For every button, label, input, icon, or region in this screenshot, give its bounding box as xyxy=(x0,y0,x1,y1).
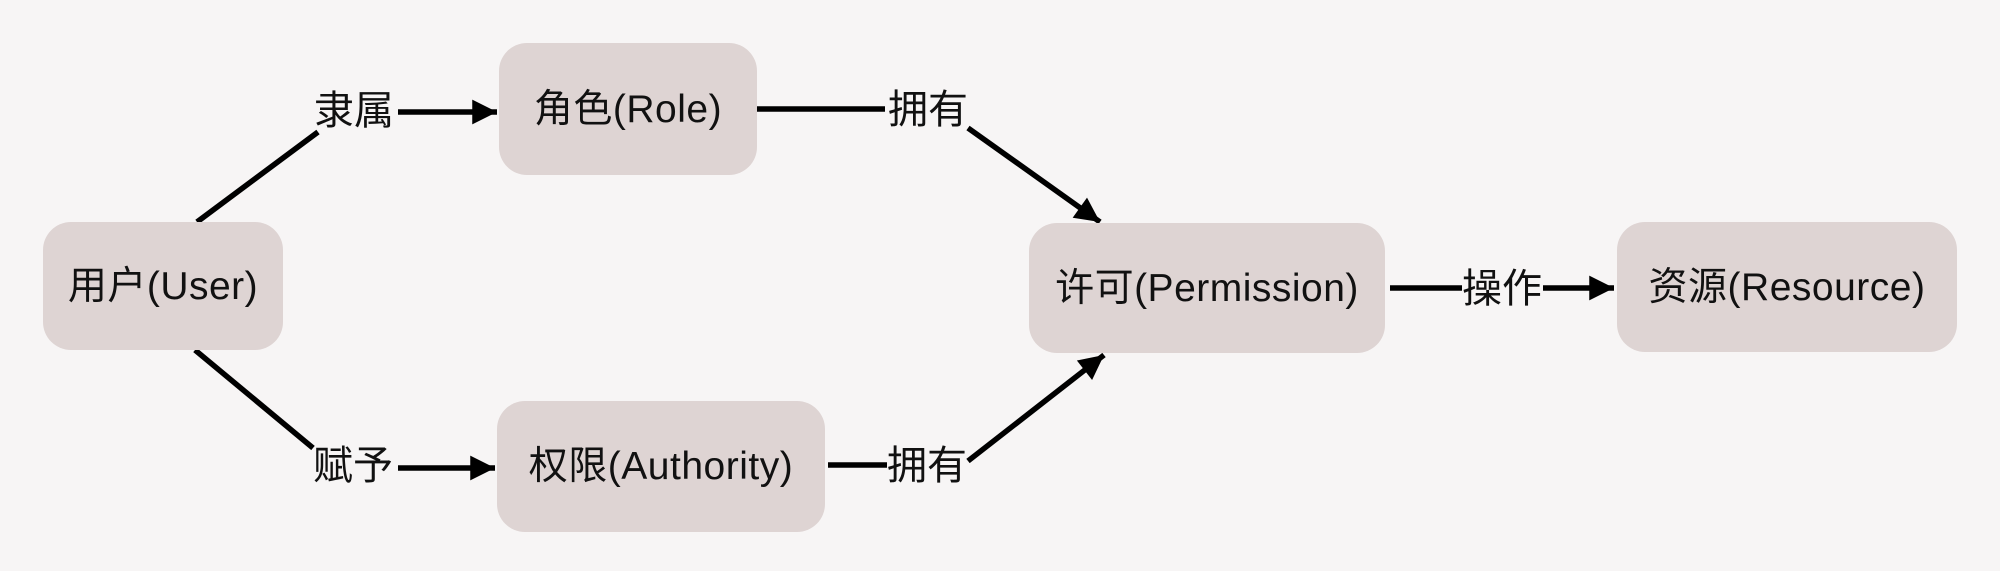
node-permission-label: 许可(Permission) xyxy=(1055,266,1359,310)
node-user: 用户(User) xyxy=(43,222,283,350)
edge-label-role-permission: 拥有 xyxy=(888,88,968,132)
node-authority: 权限(Authority) xyxy=(497,401,825,532)
edge-role-permission-arrow xyxy=(966,125,1102,225)
edge-label-permission-resource: 操作 xyxy=(1462,267,1542,311)
node-role-label: 角色(Role) xyxy=(533,87,723,131)
node-resource: 资源(Resource) xyxy=(1617,222,1957,352)
node-user-label: 用户(User) xyxy=(67,264,259,308)
edge-user-role-segment xyxy=(195,129,320,225)
node-permission: 许可(Permission) xyxy=(1029,223,1385,353)
edge-label-user-authority: 赋予 xyxy=(313,444,393,488)
node-role: 角色(Role) xyxy=(499,43,757,175)
edge-authority-permission-arrow xyxy=(966,352,1106,464)
edge-label-authority-permission: 拥有 xyxy=(887,444,967,488)
node-resource-label: 资源(Resource) xyxy=(1648,265,1926,309)
edge-label-user-role: 隶属 xyxy=(314,89,394,133)
edge-user-authority-segment xyxy=(193,347,315,451)
node-authority-label: 权限(Authority) xyxy=(528,445,794,488)
